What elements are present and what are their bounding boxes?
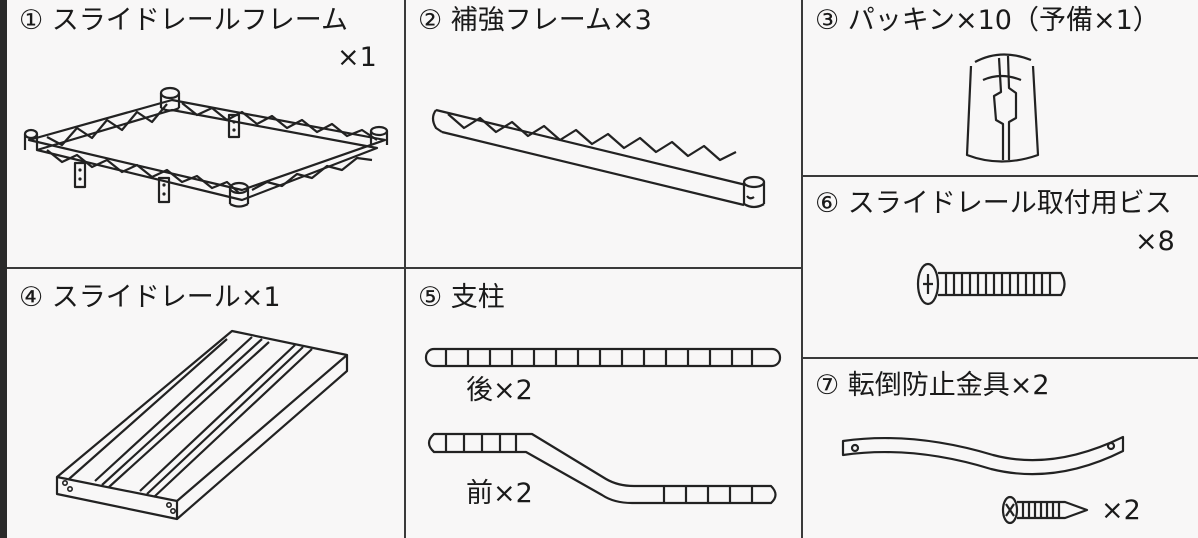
anti-tip-bracket-icon bbox=[841, 435, 1125, 476]
part-3-label: ③ パッキン×10（予備×1） bbox=[815, 5, 1160, 36]
rear-pole-icon bbox=[424, 347, 782, 368]
packing-icon bbox=[965, 53, 1040, 163]
part-2-label: ② 補強フレーム×3 bbox=[418, 5, 652, 36]
part-7-cell: ⑦ 転倒防止金具×2 ×2 bbox=[803, 359, 1198, 538]
part-3-cell: ③ パッキン×10（予備×1） bbox=[803, 0, 1198, 175]
divider-horizontal-right-2 bbox=[801, 357, 1198, 359]
part-5-label: ⑤ 支柱 bbox=[418, 282, 505, 313]
part-6-qty: ×8 bbox=[1135, 226, 1175, 257]
divider-horizontal-right-1 bbox=[801, 175, 1198, 177]
screw-icon bbox=[916, 262, 1066, 306]
part-1-label: ① スライドレールフレーム bbox=[19, 5, 348, 36]
divider-horizontal-left bbox=[7, 267, 802, 269]
part-6-cell: ⑥ スライドレール取付用ビス ×8 bbox=[803, 177, 1198, 357]
part-1-cell: ① スライドレールフレーム ×1 bbox=[7, 0, 404, 267]
divider-vertical-1 bbox=[404, 0, 406, 538]
reinforcement-frame-icon bbox=[431, 108, 766, 209]
slide-rail-icon bbox=[55, 329, 349, 521]
part-4-label: ④ スライドレール×1 bbox=[19, 282, 281, 313]
part-6-label: ⑥ スライドレール取付用ビス bbox=[815, 188, 1172, 219]
part-5-cell: ⑤ 支柱 後×2 前×2 bbox=[406, 269, 801, 538]
front-pole-icon bbox=[427, 432, 777, 505]
rear-pole-qty: 後×2 bbox=[466, 375, 533, 406]
slide-rail-frame-icon bbox=[23, 86, 389, 208]
left-border bbox=[0, 0, 7, 538]
part-1-qty: ×1 bbox=[337, 42, 377, 73]
part-2-cell: ② 補強フレーム×3 bbox=[406, 0, 801, 267]
wood-screw-icon bbox=[1001, 495, 1089, 525]
part-4-cell: ④ スライドレール×1 bbox=[7, 269, 404, 538]
front-pole-qty: 前×2 bbox=[466, 478, 533, 509]
divider-vertical-2 bbox=[801, 0, 803, 538]
screw-qty: ×2 bbox=[1101, 495, 1141, 526]
part-7-label: ⑦ 転倒防止金具×2 bbox=[815, 370, 1050, 401]
